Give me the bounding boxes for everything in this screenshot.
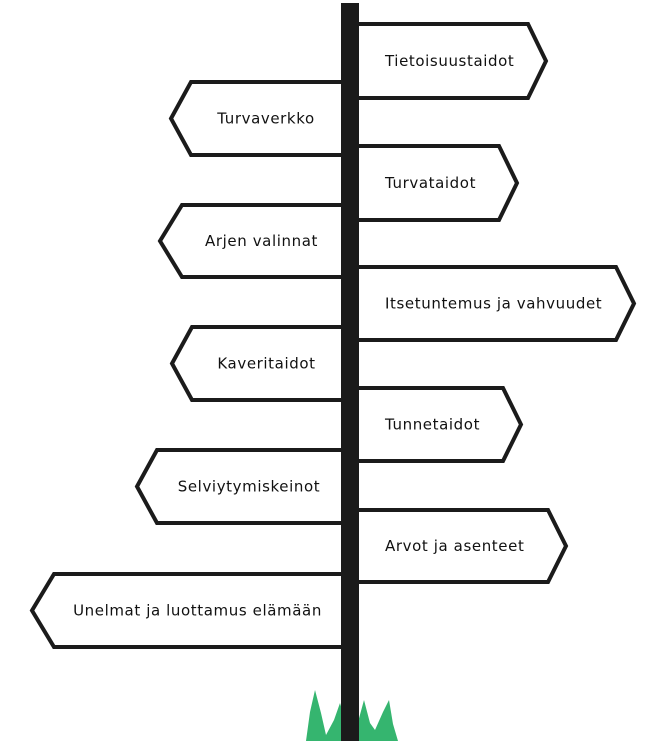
sign-label: Turvaverkko (216, 110, 315, 128)
sign-label: Turvataidot (384, 174, 476, 192)
sign-label: Itsetuntemus ja vahvuudet (385, 295, 602, 313)
sign-label: Selviytymiskeinot (178, 478, 321, 496)
signpost-pole (341, 3, 359, 741)
signs-group: TietoisuustaidotTurvaverkkoTurvataidotAr… (29, 22, 637, 649)
sign-label: Kaveritaidot (217, 355, 315, 373)
sign-label: Tunnetaidot (384, 416, 480, 434)
sign-label: Unelmat ja luottamus elämään (73, 602, 322, 620)
sign-label: Tietoisuustaidot (384, 52, 514, 70)
sign-label: Arjen valinnat (205, 232, 318, 250)
sign-label: Arvot ja asenteet (385, 537, 524, 555)
grass-right (352, 700, 398, 741)
